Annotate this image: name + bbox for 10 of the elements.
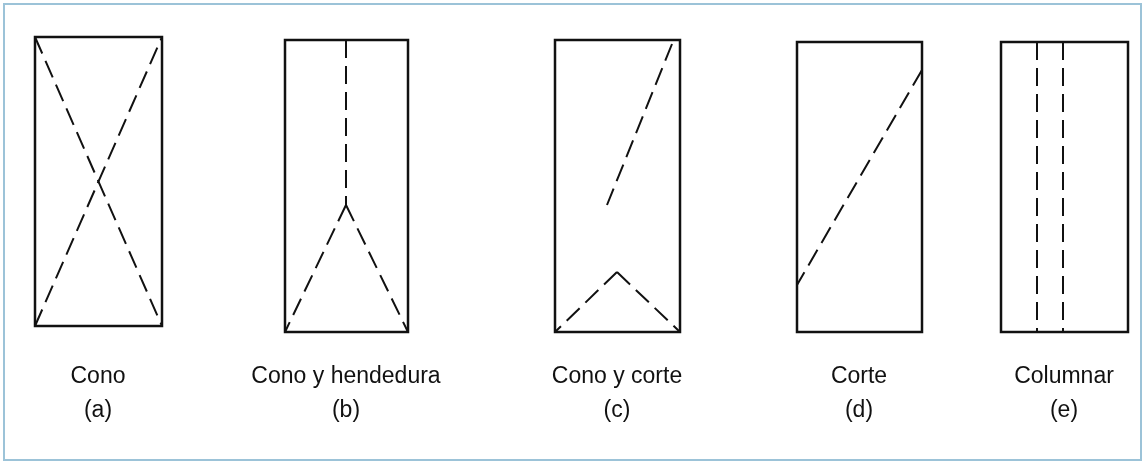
figure-letter: (b) xyxy=(331,396,361,423)
pattern-name: Cono xyxy=(70,362,126,389)
pattern-name: Cono y corte xyxy=(551,362,683,389)
figure-letter: (e) xyxy=(1049,396,1079,423)
figure-letter: (a) xyxy=(83,396,113,423)
pattern-name: Cono y hendedura xyxy=(251,362,441,389)
pattern-name: Columnar xyxy=(1014,362,1114,389)
figure-letter: (c) xyxy=(603,396,631,423)
figure-letter: (d) xyxy=(844,396,874,423)
pattern-name: Corte xyxy=(830,362,888,389)
